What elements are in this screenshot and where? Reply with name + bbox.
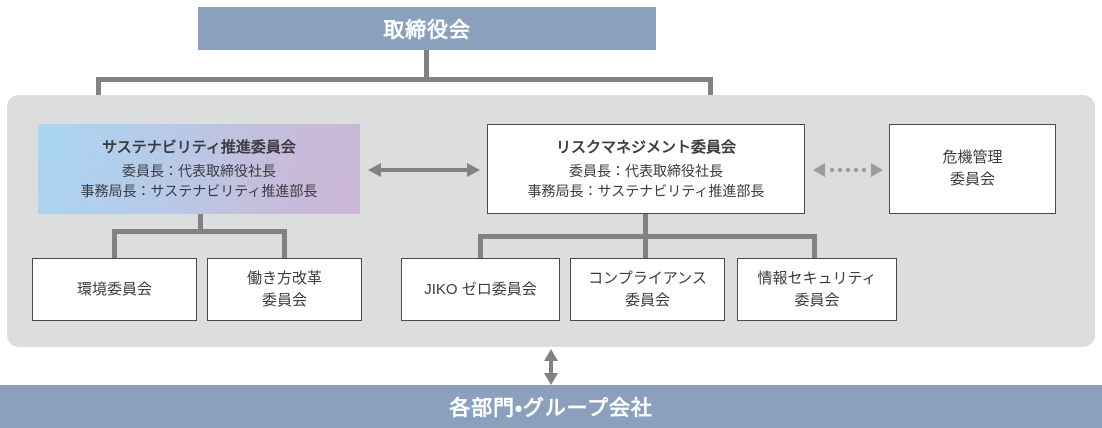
double-arrow-vertical-icon [544,349,558,385]
sustainability-committee-chair: 委員長：代表取締役社長 [122,162,276,179]
environment-committee-box[interactable]: 環境委員会 [32,258,197,321]
board-of-directors-label: 取締役会 [383,18,471,42]
connector-sustainability-horizontal [112,229,287,234]
info-security-committee-box[interactable]: 情報セキュリティ 委員会 [737,258,897,321]
risk-crisis-link-arrow [813,162,883,178]
sustainability-committee-secretariat: 事務局長：サステナビリティ推進部長 [80,182,318,199]
compliance-committee-line1: コンプライアンス [588,269,707,287]
sustainability-promotion-committee-box[interactable]: サステナビリティ推進委員会 委員長：代表取締役社長 事務局長：サステナビリティ推… [38,124,360,214]
connector-to-work-style-committee [282,229,287,260]
risk-management-committee-title: リスクマネジメント委員会 [555,138,736,156]
work-style-committee-line2: 委員会 [261,291,307,309]
sustainability-committee-title: サステナビリティ推進委員会 [102,138,296,156]
connector-to-jiko-zero-committee [478,234,483,260]
connector-risk-horizontal [478,234,817,239]
crisis-management-committee-line2: 委員会 [949,171,995,188]
double-arrow-dotted-icon [813,163,883,177]
crisis-management-committee-box[interactable]: 危機管理 委員会 [889,124,1056,214]
info-security-committee-line1: 情報セキュリティ [757,269,877,287]
departments-group-companies-bar: 各部門・グループ会社 [0,385,1102,428]
departments-group-companies-label: 各部門・グループ会社 [449,396,653,420]
risk-management-committee-box[interactable]: リスクマネジメント委員会 委員長：代表取締役社長 事務局長：サステナビリティ推進… [487,124,805,214]
work-style-committee-line1: 働き方改革 [246,269,322,287]
compliance-committee-line2: 委員会 [624,291,670,309]
jiko-zero-committee-box[interactable]: JIKO ゼロ委員会 [401,258,560,321]
environment-committee-line1: 環境委員会 [76,280,152,298]
risk-management-committee-chair: 委員長：代表取締役社長 [569,162,723,179]
risk-management-committee-secretariat: 事務局長：サステナビリティ推進部長 [527,182,765,199]
connector-to-info-security-committee [812,234,817,260]
connector-to-environment-committee [112,229,117,260]
jiko-zero-committee-line1: JIKO ゼロ委員会 [424,280,537,298]
work-style-reform-committee-box[interactable]: 働き方改革 委員会 [207,258,362,321]
board-of-directors-bar: 取締役会 [198,7,656,50]
connector-sustainability-drop [198,214,203,232]
crisis-management-committee-line1: 危機管理 [942,149,1003,167]
double-arrow-solid-icon [368,163,480,177]
compliance-committee-box[interactable]: コンプライアンス 委員会 [570,258,725,321]
panel-departments-link-arrow [542,349,560,385]
connector-board-drop [424,50,429,80]
info-security-committee-line2: 委員会 [794,291,840,309]
sustainability-risk-link-arrow [368,162,480,178]
connector-board-horizontal [96,77,713,82]
